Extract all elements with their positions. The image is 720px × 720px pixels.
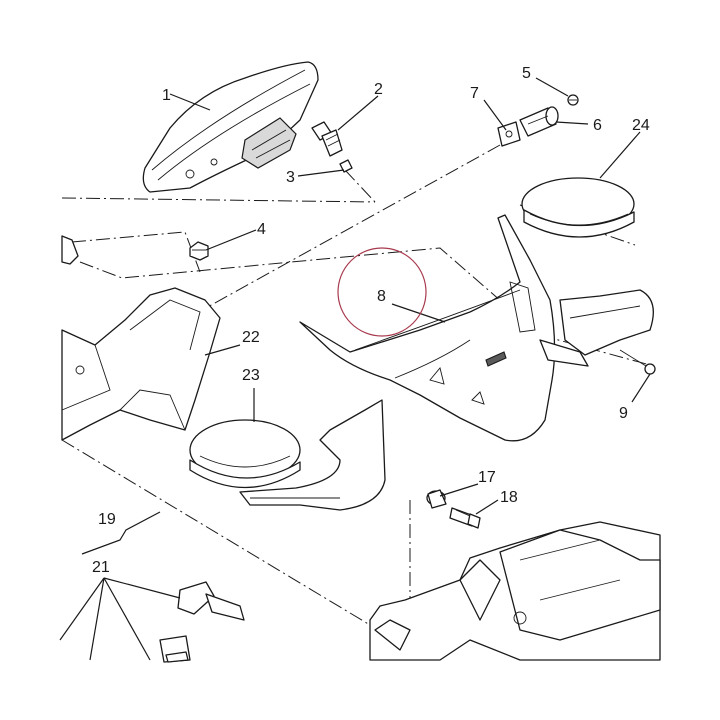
callout-4: 4	[257, 221, 266, 238]
callout-labels: 1 2 3 4 5 6 7 8 9 17 18 19 21 22 23 24	[92, 65, 650, 576]
callout-23: 23	[242, 367, 260, 384]
screw-part-5[interactable]	[567, 94, 579, 106]
callout-18: 18	[500, 489, 518, 506]
callout-22: 22	[242, 329, 260, 346]
fairing-part-8[interactable]	[299, 214, 654, 442]
washer-part-17[interactable]	[426, 489, 447, 509]
headstock-frame-part	[369, 521, 661, 661]
nut-part[interactable]	[189, 241, 209, 261]
callout-8: 8	[377, 288, 386, 305]
callout-5: 5	[522, 65, 531, 82]
callout-2: 2	[374, 81, 383, 98]
callout-9: 9	[619, 405, 628, 422]
clip-part-7[interactable]	[497, 121, 521, 147]
small-bulb-part[interactable]	[339, 159, 353, 173]
callout-3: 3	[286, 169, 295, 186]
callout-19: 19	[98, 511, 116, 528]
round-cover-part-24[interactable]	[521, 177, 635, 238]
callout-6: 6	[593, 117, 602, 134]
round-cover-part-23[interactable]	[189, 419, 301, 489]
callout-21: 21	[92, 559, 110, 576]
inner-bracket-part-22[interactable]	[61, 235, 221, 441]
instrument-cluster-part[interactable]	[142, 61, 319, 193]
callout-24: 24	[632, 117, 650, 134]
leader-lines	[59, 77, 651, 661]
bolt-part-18[interactable]	[449, 507, 481, 529]
bulb-part-21[interactable]	[159, 581, 245, 663]
highlight-ring	[337, 247, 427, 337]
bulb-holder-part[interactable]	[311, 121, 343, 157]
callout-7: 7	[470, 85, 479, 102]
callout-1: 1	[162, 87, 171, 104]
grommet-part-6[interactable]	[519, 106, 559, 137]
callout-17: 17	[478, 469, 496, 486]
lower-duct-part	[239, 399, 386, 511]
